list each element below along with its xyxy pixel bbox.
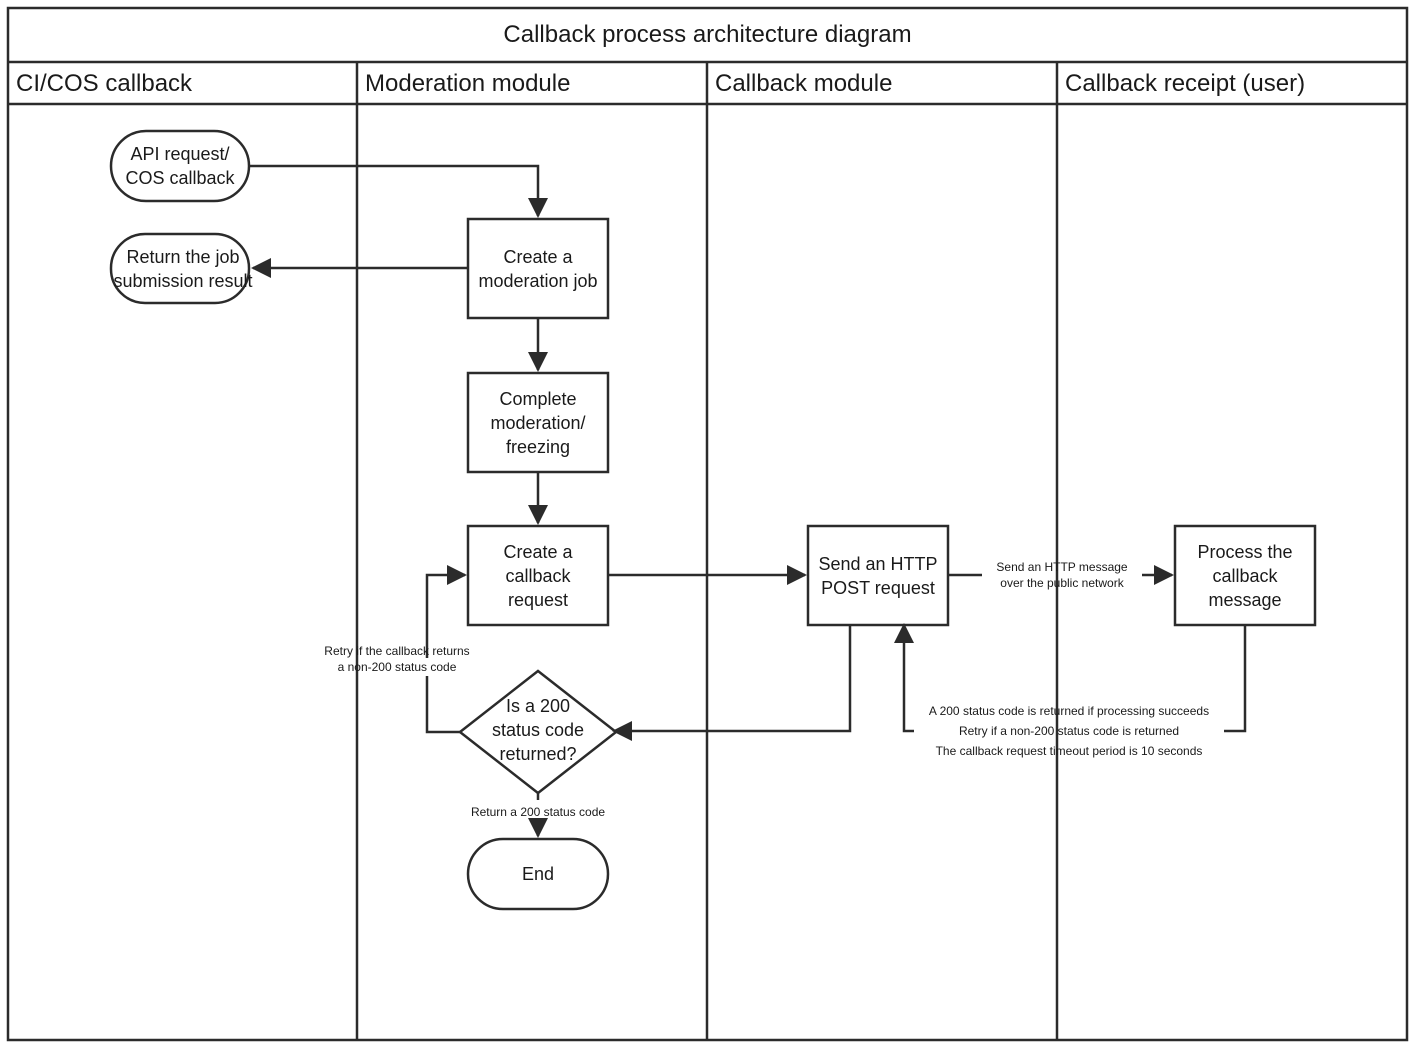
return-job-label: Return the job submission result bbox=[113, 246, 253, 291]
lane-header-callback-receipt: Callback receipt (user) bbox=[1065, 70, 1306, 97]
create-callback-label: Create a callback request bbox=[503, 541, 573, 610]
edge-send-post-to-decision bbox=[612, 625, 852, 741]
retry-label: Retry if the callback returns a non-200 … bbox=[324, 644, 470, 674]
lane-header-ci-cos-callback: CI/COS callback bbox=[16, 70, 193, 97]
end-label: End bbox=[521, 864, 555, 884]
lane-header-moderation-module: Moderation module bbox=[365, 70, 571, 97]
decision-label: Is a 200 status code returned? bbox=[491, 696, 585, 764]
api-request-label: API request/ COS callback bbox=[125, 144, 235, 188]
response-notes-label: A 200 status code is returned if process… bbox=[928, 704, 1210, 758]
process-callback-label: Process the callback message bbox=[1197, 541, 1293, 610]
return-job-terminator bbox=[109, 232, 251, 305]
edge-process-to-send-post-response bbox=[904, 625, 1247, 733]
edge-api-to-create-job bbox=[249, 164, 548, 218]
edge-decision-retry bbox=[425, 575, 465, 734]
lane-header-callback-module: Callback module bbox=[715, 70, 893, 97]
send-post-label: Send an HTTP POST request bbox=[818, 553, 938, 598]
diagram-title: Callback process architecture diagram bbox=[503, 21, 912, 48]
public-network-label: Send an HTTP message over the public net… bbox=[996, 560, 1128, 590]
return-200-label: Return a 200 status code bbox=[470, 805, 606, 819]
create-job-label: Create a moderation job bbox=[478, 246, 598, 291]
complete-moderation-label: Complete moderation/ freezing bbox=[490, 388, 586, 457]
end-terminator bbox=[466, 837, 610, 911]
